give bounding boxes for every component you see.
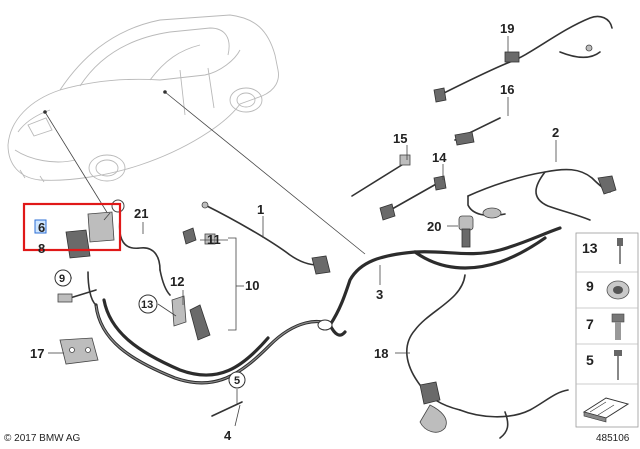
cable-19[interactable] [433,15,613,103]
callout-11: 11 [207,232,221,247]
legend-shim-icon [582,397,630,423]
callout-14: 14 [432,150,447,165]
selection-marker[interactable] [34,219,47,234]
callout-2: 2 [552,125,559,140]
legend-item-7[interactable]: 7 [586,313,625,340]
car-leader-middle [164,91,366,255]
cable-1[interactable] [201,201,331,275]
diagram-number: 485106 [596,433,630,444]
legend-item-5[interactable]: 5 [586,350,622,380]
callout-12: 12 [170,274,184,289]
cable-18[interactable] [405,274,569,439]
car-outline [7,14,279,183]
bracket-17[interactable] [59,337,99,365]
cable-15[interactable] [351,154,411,197]
callout-leaders [48,36,557,427]
callout-9: 9 [59,273,65,285]
legend-item-13[interactable]: 13 [582,238,623,264]
callout-4: 4 [224,428,232,443]
callout-10: 10 [245,278,259,293]
callout-16: 16 [500,82,514,97]
legend-label-9: 9 [586,278,594,294]
nut-part-9[interactable] [57,289,97,303]
legend-label-13: 13 [582,240,598,256]
legend-label-7: 7 [586,316,594,332]
callout-18: 18 [374,346,388,361]
callout-6: 6 [38,220,45,235]
callout-1: 1 [257,202,264,217]
main-battery-cable[interactable] [94,226,562,385]
callout-labels: 1 2 3 4 6 8 10 11 12 14 15 16 17 18 19 2… [30,21,559,443]
rod-4[interactable] [211,389,243,417]
callout-15: 15 [393,131,407,146]
legend-item-9[interactable]: 9 [586,278,630,300]
callout-21: 21 [134,206,148,221]
cable-16[interactable] [454,117,501,146]
legend-panel: 13 9 7 5 [575,232,639,428]
copyright-text: © 2017 BMW AG [4,433,81,444]
callout-13: 13 [141,299,153,311]
grommet-20[interactable] [458,207,502,248]
callout-20: 20 [427,219,441,234]
car-leader-front [44,111,109,215]
callout-5: 5 [234,375,240,387]
legend-label-5: 5 [586,352,594,368]
connector-11[interactable] [182,227,216,245]
highlight-frame [22,202,122,252]
cable-14[interactable] [379,175,447,221]
callout-3: 3 [376,287,383,302]
bracket-12[interactable] [171,295,211,341]
callout-17: 17 [30,346,44,361]
callout-19: 19 [500,21,514,36]
callout-8: 8 [38,241,45,256]
